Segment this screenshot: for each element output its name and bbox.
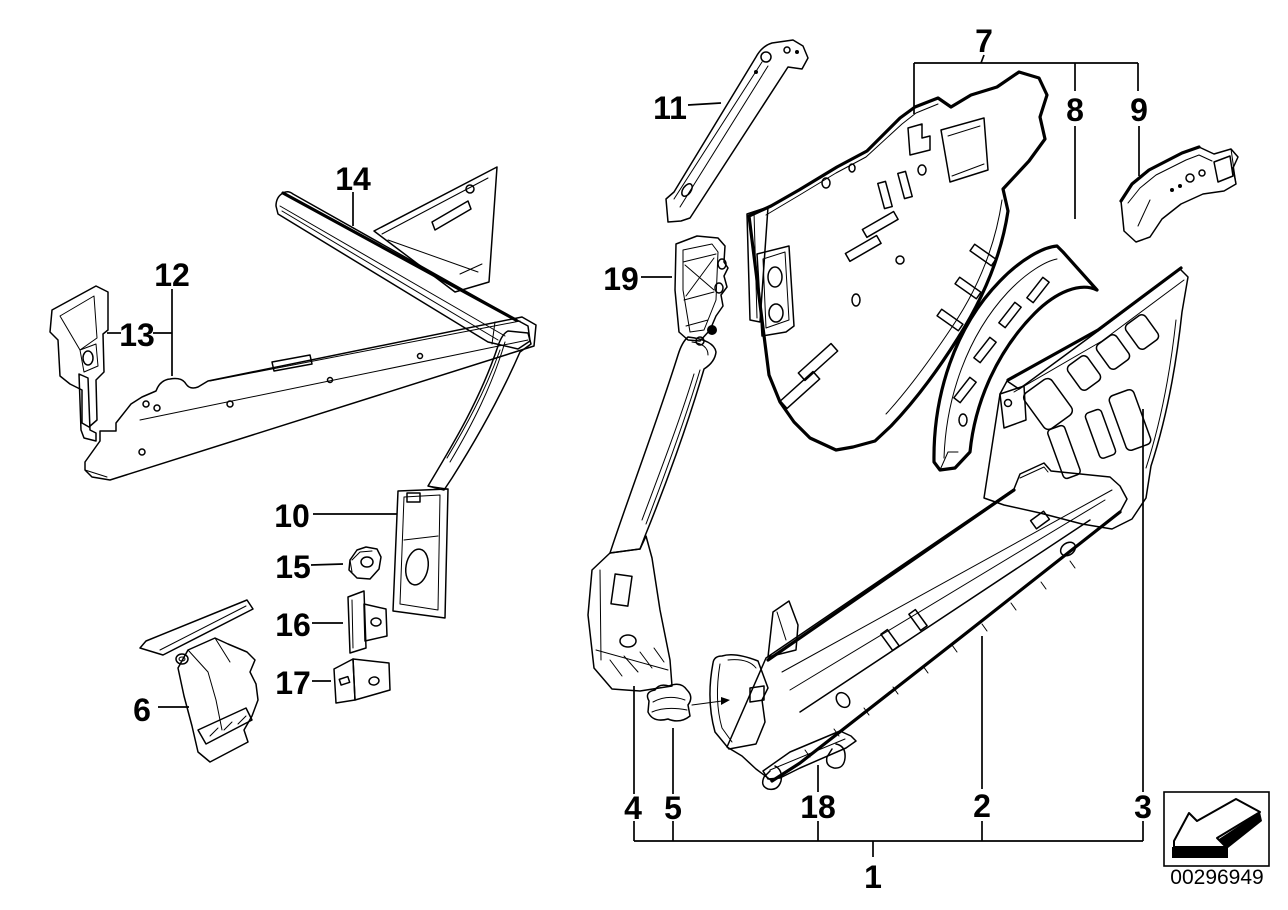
callout-9[interactable]: 9 [1130, 92, 1148, 128]
leader-11 [687, 102, 722, 106]
callout-8[interactable]: 8 [1066, 92, 1084, 128]
part-4-drawing [587, 336, 717, 692]
part-7-assembly-drawing [746, 70, 1049, 452]
callout-11[interactable]: 11 [653, 90, 687, 126]
part-15-drawing [348, 546, 382, 580]
part-17-drawing [333, 658, 391, 704]
callout-5[interactable]: 5 [664, 790, 682, 826]
part-19-drawing [674, 235, 729, 346]
part-6-drawing [139, 599, 259, 763]
callout-15[interactable]: 15 [275, 549, 311, 585]
leader-15 [310, 563, 344, 566]
callout-4[interactable]: 4 [624, 790, 642, 826]
direction-arrow-icon [1172, 798, 1262, 858]
callout-17[interactable]: 17 [275, 665, 311, 701]
callout-18[interactable]: 18 [800, 789, 836, 825]
part-16-drawing [347, 590, 388, 654]
part-13-drawing [49, 285, 109, 442]
callout-16[interactable]: 16 [275, 607, 311, 643]
leader-7-riser [980, 54, 985, 64]
callout-leader-lines [107, 54, 1144, 857]
part-12-drawing [84, 316, 537, 481]
part-number: 00296949 [1170, 866, 1263, 889]
part-8-drawing [932, 244, 1099, 472]
callout-6[interactable]: 6 [133, 692, 151, 728]
callout-2[interactable]: 2 [973, 788, 991, 824]
callout-3[interactable]: 3 [1134, 789, 1152, 825]
callout-13[interactable]: 13 [119, 317, 155, 353]
callout-10[interactable]: 10 [274, 498, 310, 534]
legend: 00296949 [1163, 791, 1270, 889]
callout-1[interactable]: 1 [864, 859, 882, 895]
callout-labels: 1 2 3 4 5 6 7 8 9 10 11 12 13 14 15 16 1… [119, 23, 1152, 895]
callout-14[interactable]: 14 [335, 161, 371, 197]
part-18-drawing [761, 730, 857, 791]
part-10-drawing [392, 330, 532, 619]
part-11-drawing [665, 39, 809, 223]
diagram-line-art [49, 39, 1239, 791]
part-14-drawing [275, 190, 531, 350]
part-5-drawing [646, 683, 730, 722]
callout-19[interactable]: 19 [603, 261, 639, 297]
part-2-drawing [709, 462, 1128, 783]
callout-12[interactable]: 12 [154, 257, 190, 293]
part-9-drawing [1119, 145, 1239, 243]
cowl-triangle-panel-drawing [373, 166, 498, 293]
callout-7[interactable]: 7 [975, 23, 993, 59]
